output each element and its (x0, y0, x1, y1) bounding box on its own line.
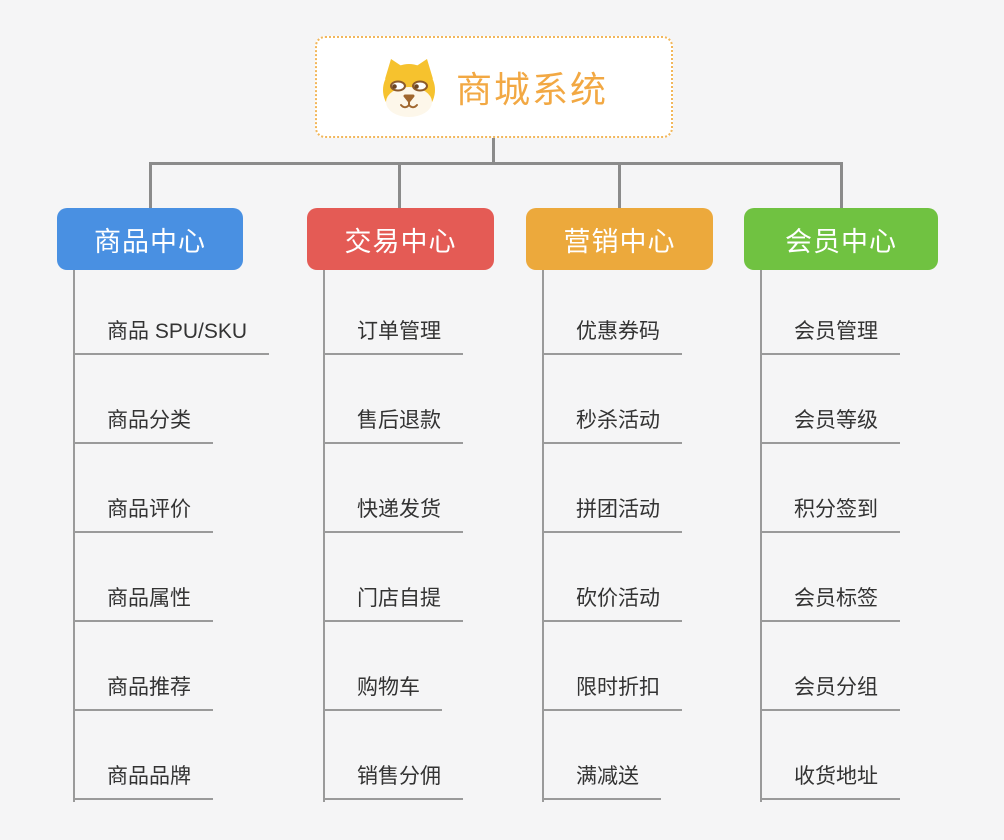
root-topic-title: 商城系统 (455, 69, 608, 110)
child-topic-label: 限时折扣 (542, 675, 682, 711)
branch-spine-member-center (760, 270, 762, 802)
child-topic-label: 优惠券码 (542, 319, 682, 355)
branch-spine-marketing-center (542, 270, 544, 802)
child-topic-node[interactable]: 会员管理 (760, 270, 900, 355)
branch-label-product-center: 商品中心 (94, 226, 206, 257)
child-topic-label: 会员管理 (760, 319, 900, 355)
child-topic-node[interactable]: 商品 SPU/SKU (73, 270, 270, 355)
connector-drop-trade-center (398, 164, 401, 208)
child-topic-node[interactable]: 快递发货 (323, 444, 463, 533)
child-topic-label: 商品推荐 (73, 675, 213, 711)
child-topic-node[interactable]: 商品推荐 (73, 622, 269, 711)
connector-drop-product-center (149, 164, 152, 208)
child-topic-label: 订单管理 (323, 319, 463, 355)
child-topic-label: 售后退款 (323, 408, 463, 444)
branch-label-marketing-center: 营销中心 (563, 226, 676, 257)
branch-node-product-center[interactable]: 商品中心 (57, 208, 243, 270)
branch-children-trade-center: 订单管理 售后退款 快递发货 门店自提 购物车 销售分佣 (323, 270, 463, 800)
child-topic-node[interactable]: 积分签到 (760, 444, 900, 533)
child-topic-label: 商品品牌 (73, 764, 213, 800)
child-topic-node[interactable]: 会员分组 (760, 622, 900, 711)
child-topic-label: 收货地址 (760, 764, 900, 800)
child-topic-label: 商品分类 (73, 408, 213, 444)
child-topic-label: 会员标签 (760, 586, 900, 622)
connector-drop-marketing-center (618, 164, 621, 208)
child-topic-label: 快递发货 (323, 497, 463, 533)
child-topic-label: 商品属性 (73, 586, 213, 622)
child-topic-node[interactable]: 限时折扣 (542, 622, 682, 711)
child-topic-node[interactable]: 购物车 (323, 622, 463, 711)
child-topic-node[interactable]: 满减送 (542, 711, 682, 800)
child-topic-node[interactable]: 秒杀活动 (542, 355, 682, 444)
child-topic-label: 商品评价 (73, 497, 213, 533)
child-topic-node[interactable]: 会员标签 (760, 533, 900, 622)
child-topic-node[interactable]: 售后退款 (323, 355, 463, 444)
shiba-dog-icon (380, 56, 438, 118)
branch-node-marketing-center[interactable]: 营销中心 (526, 208, 713, 270)
branch-children-marketing-center: 优惠券码 秒杀活动 拼团活动 砍价活动 限时折扣 满减送 (542, 270, 682, 800)
child-topic-label: 满减送 (542, 764, 661, 800)
child-topic-label: 销售分佣 (323, 764, 463, 800)
child-topic-label: 秒杀活动 (542, 408, 682, 444)
child-topic-label: 会员分组 (760, 675, 900, 711)
child-topic-label: 砍价活动 (542, 586, 682, 622)
child-topic-node[interactable]: 商品品牌 (73, 711, 269, 800)
child-topic-label: 积分签到 (760, 497, 900, 533)
child-topic-label: 拼团活动 (542, 497, 682, 533)
branch-children-product-center: 商品 SPU/SKU 商品分类 商品评价 商品属性 商品推荐 商品品牌 (73, 270, 270, 800)
child-topic-node[interactable]: 订单管理 (323, 270, 463, 355)
branch-children-member-center: 会员管理 会员等级 积分签到 会员标签 会员分组 收货地址 (760, 270, 900, 800)
child-topic-node[interactable]: 门店自提 (323, 533, 463, 622)
branch-label-member-center: 会员中心 (785, 226, 897, 257)
branch-spine-product-center (73, 270, 75, 802)
child-topic-node[interactable]: 销售分佣 (323, 711, 463, 800)
branch-node-trade-center[interactable]: 交易中心 (307, 208, 494, 270)
child-topic-node[interactable]: 商品分类 (73, 355, 269, 444)
child-topic-node[interactable]: 优惠券码 (542, 270, 682, 355)
branch-node-member-center[interactable]: 会员中心 (744, 208, 938, 270)
root-topic-node[interactable]: 商城系统 (315, 36, 673, 138)
child-topic-label: 门店自提 (323, 586, 463, 622)
child-topic-label: 购物车 (323, 675, 442, 711)
branch-spine-trade-center (323, 270, 325, 802)
connector-horizontal-bar (149, 162, 843, 165)
branch-label-trade-center: 交易中心 (344, 226, 457, 257)
child-topic-node[interactable]: 砍价活动 (542, 533, 682, 622)
connector-drop-member-center (840, 164, 843, 208)
child-topic-label: 会员等级 (760, 408, 900, 444)
child-topic-node[interactable]: 收货地址 (760, 711, 900, 800)
child-topic-node[interactable]: 拼团活动 (542, 444, 682, 533)
connector-root-drop (492, 138, 495, 164)
child-topic-node[interactable]: 商品评价 (73, 444, 269, 533)
child-topic-node[interactable]: 会员等级 (760, 355, 900, 444)
child-topic-node[interactable]: 商品属性 (73, 533, 269, 622)
child-topic-label: 商品 SPU/SKU (73, 319, 270, 355)
